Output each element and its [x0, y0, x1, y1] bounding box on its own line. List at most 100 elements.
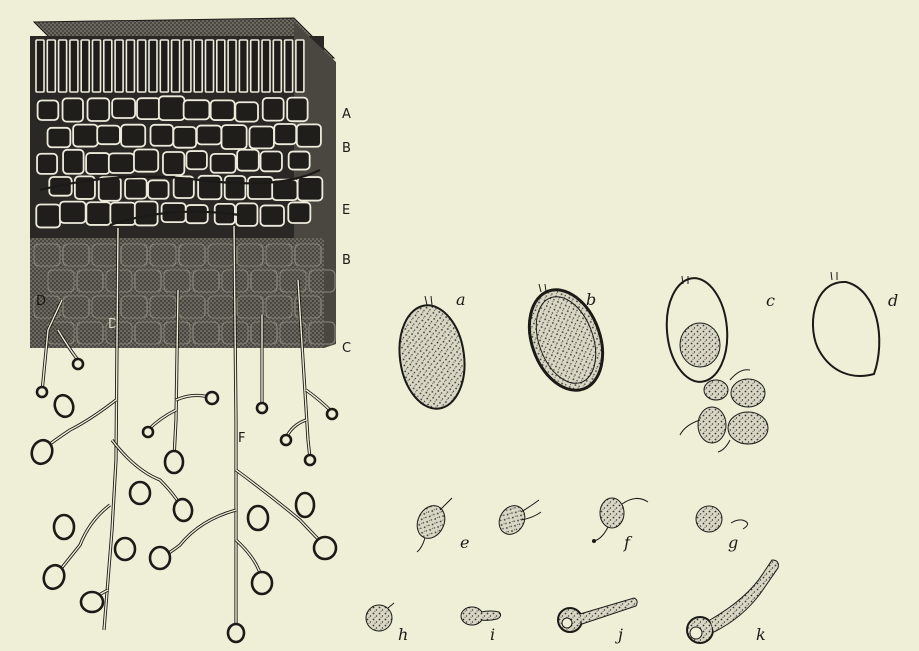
hypha-lumen: [160, 510, 236, 558]
parenchyma-cell: [86, 202, 111, 225]
stage-e-zoospores: e: [412, 498, 541, 552]
label-i: i: [490, 625, 495, 644]
label-E: E: [342, 203, 350, 218]
parenchyma-cell: [197, 126, 221, 145]
parenchyma-cell: [249, 127, 273, 149]
parenchyma-cell: [159, 96, 185, 120]
hypha-lumen: [42, 400, 116, 450]
stage-a-sporangium: a: [393, 290, 471, 413]
parenchyma-cell: [225, 176, 246, 199]
palisade-cell: [217, 40, 225, 92]
parenchyma-cell: [248, 177, 273, 199]
parenchyma-cell: [109, 153, 134, 173]
label-e: e: [460, 533, 469, 552]
stage-b-sporangium: b: [516, 280, 615, 401]
palisade-cell: [70, 40, 78, 92]
palisade-cell: [183, 40, 191, 92]
palisade-cell: [59, 40, 67, 92]
development-stages: a b c d: [366, 272, 898, 644]
stage-d-empty-sporangium: d: [813, 272, 898, 376]
sporangium: [257, 403, 267, 413]
palisade-cell: [104, 40, 112, 92]
parenchyma-cell: [222, 125, 247, 149]
label-A: A: [342, 107, 351, 122]
palisade-cell: [251, 40, 259, 92]
parenchyma-cell: [297, 124, 321, 146]
sporangium: [37, 387, 47, 397]
palisade-cell: [47, 40, 55, 92]
parenchyma-cell: [137, 98, 160, 119]
parenchyma-cell: [99, 177, 121, 201]
sporangium: [52, 393, 76, 420]
label-D: D: [36, 294, 46, 309]
label-k: k: [756, 625, 766, 644]
stage-i-germ-tube: i: [461, 607, 501, 644]
label-g: g: [728, 533, 738, 552]
palisade-cell: [36, 40, 44, 92]
stage-f-zoospore: f: [592, 498, 648, 552]
parenchyma-cell: [287, 98, 307, 122]
sporangium: [281, 435, 291, 445]
label-C: C: [342, 341, 351, 356]
parenchyma-cell: [237, 150, 259, 171]
palisade-cell: [206, 40, 214, 92]
sporangium: [143, 427, 153, 437]
parenchyma-cell: [73, 125, 98, 147]
palisade-cell: [239, 40, 247, 92]
palisade-cell: [160, 40, 168, 92]
parenchyma-cell: [163, 152, 184, 175]
sporangium: [54, 515, 74, 539]
palisade-cell: [126, 40, 134, 92]
palisade-cell: [228, 40, 236, 92]
label-j: j: [615, 625, 623, 644]
label-d: d: [888, 291, 898, 310]
sporangium: [150, 547, 170, 569]
label-c: c: [766, 291, 775, 310]
parenchyma-cell: [121, 125, 145, 147]
parenchyma-cell: [186, 205, 208, 223]
stage-k-germ-tube: k: [687, 560, 778, 644]
parenchyma-cell: [211, 154, 236, 173]
palisade-cell: [194, 40, 202, 92]
palisade-cell: [81, 40, 89, 92]
parenchyma-cell: [173, 127, 196, 148]
sporangium: [130, 482, 150, 504]
sporangium: [115, 538, 135, 560]
parenchyma-cell: [60, 202, 86, 223]
palisade-cell: [93, 40, 101, 92]
parenchyma-cell: [37, 154, 57, 174]
parenchyma-cell: [48, 128, 71, 147]
sporangium: [73, 359, 83, 369]
parenchyma-layer: [36, 96, 322, 227]
parenchyma-cell: [63, 98, 83, 121]
sporangium: [296, 493, 314, 517]
sporangium: [252, 572, 272, 594]
sporangium: [228, 624, 244, 642]
palisade-cell: [296, 40, 304, 92]
palisade-cell: [115, 40, 123, 92]
sporangium: [327, 409, 337, 419]
parenchyma-cell: [86, 153, 110, 174]
palisade-cell: [172, 40, 180, 92]
sporangium: [81, 592, 103, 612]
parenchyma-cell: [186, 151, 206, 169]
parenchyma-cell: [134, 150, 158, 172]
sporangium: [172, 498, 194, 523]
parenchyma-cell: [125, 178, 147, 198]
parenchyma-cell: [298, 177, 323, 200]
palisade-cell: [262, 40, 270, 92]
parenchyma-cell: [263, 98, 284, 121]
sporangium: [305, 455, 315, 465]
label-h: h: [398, 625, 408, 644]
parenchyma-cell: [112, 99, 135, 118]
label-a: a: [456, 290, 466, 309]
stage-j-germ-tube: j: [558, 598, 637, 644]
palisade-cell: [273, 40, 281, 92]
label-f: f: [623, 533, 633, 552]
parenchyma-cell: [36, 204, 60, 227]
label-B-lower: B: [342, 253, 351, 268]
parenchyma-cell: [211, 100, 235, 120]
parenchyma-cell: [63, 150, 84, 174]
